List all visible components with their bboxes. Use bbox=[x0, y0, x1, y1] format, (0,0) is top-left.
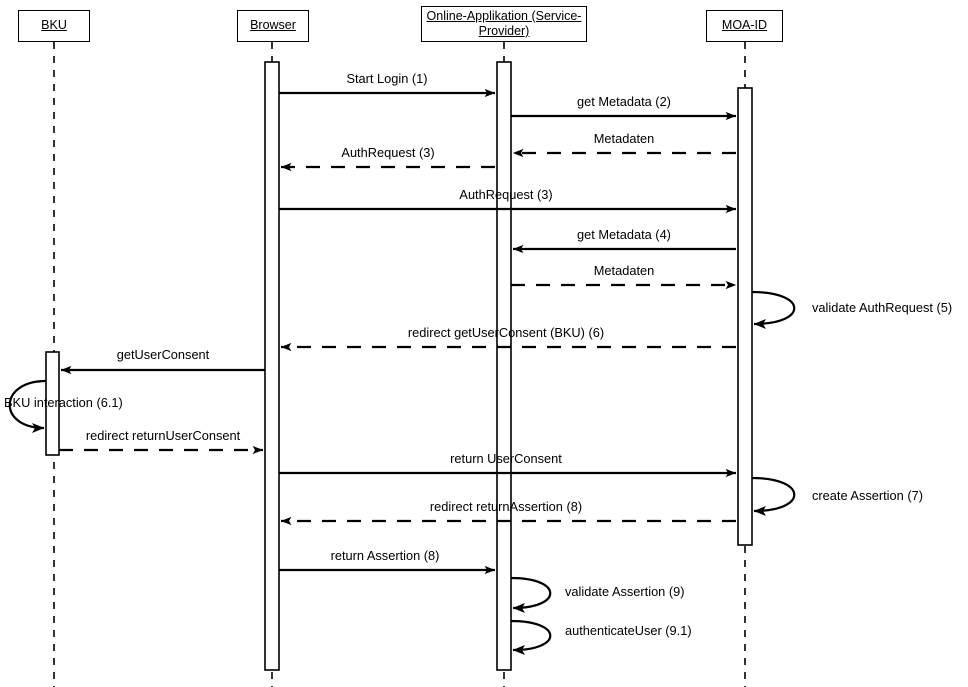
self-message-label-s4: validate Assertion (9) bbox=[565, 584, 685, 599]
message-label-m5: AuthRequest (3) bbox=[459, 187, 553, 202]
self-message-label-s3: create Assertion (7) bbox=[812, 488, 923, 503]
self-message-loop-s5[interactable] bbox=[510, 619, 552, 655]
message-label-m13: return Assertion (8) bbox=[330, 548, 440, 563]
self-message-loops-group bbox=[8, 290, 796, 655]
lifeline-label-oa: Online-Applikation (Service-Provider) bbox=[426, 8, 582, 38]
lifeline-label-moaid: MOA-ID bbox=[721, 18, 768, 33]
message-label-m3: Metadaten bbox=[593, 131, 655, 146]
lifeline-header-oa[interactable]: Online-Applikation (Service-Provider) bbox=[421, 6, 587, 42]
message-label-m8: redirect getUserConsent (BKU) (6) bbox=[407, 325, 605, 340]
lifeline-header-browser[interactable]: Browser bbox=[237, 10, 309, 42]
lifeline-header-moaid[interactable]: MOA-ID bbox=[706, 10, 783, 42]
lifeline-label-bku: BKU bbox=[41, 18, 67, 33]
message-arrows-group bbox=[59, 88, 737, 575]
activation-bar-moaid bbox=[737, 87, 753, 546]
self-message-loop-s2[interactable] bbox=[8, 379, 47, 433]
message-label-m2: get Metadata (2) bbox=[577, 94, 671, 109]
self-message-label-s5: authenticateUser (9.1) bbox=[565, 623, 692, 638]
self-message-loop-s3[interactable] bbox=[751, 476, 796, 516]
message-label-m1: Start Login (1) bbox=[346, 71, 428, 86]
message-label-m12: redirect returnAssertion (8) bbox=[429, 499, 583, 514]
activation-bar-bku bbox=[45, 351, 60, 456]
message-label-m9: getUserConsent bbox=[116, 347, 210, 362]
self-message-label-s2: BKU interaction (6.1) bbox=[4, 395, 123, 410]
self-message-loop-s4[interactable] bbox=[510, 576, 552, 613]
activation-bar-oa bbox=[496, 61, 512, 671]
lifeline-label-browser: Browser bbox=[250, 18, 296, 33]
activation-bar-browser bbox=[264, 61, 280, 671]
message-label-m11: return UserConsent bbox=[450, 451, 562, 466]
message-label-m4: AuthRequest (3) bbox=[341, 145, 435, 160]
self-message-label-s1: validate AuthRequest (5) bbox=[812, 300, 953, 315]
activation-bars-group bbox=[45, 61, 753, 671]
message-label-m10: redirect returnUserConsent bbox=[85, 428, 241, 443]
message-label-m7: Metadaten bbox=[593, 263, 655, 278]
message-label-m6: get Metadata (4) bbox=[577, 227, 671, 242]
lifeline-header-bku[interactable]: BKU bbox=[18, 10, 90, 42]
self-message-loop-s1[interactable] bbox=[751, 290, 796, 329]
